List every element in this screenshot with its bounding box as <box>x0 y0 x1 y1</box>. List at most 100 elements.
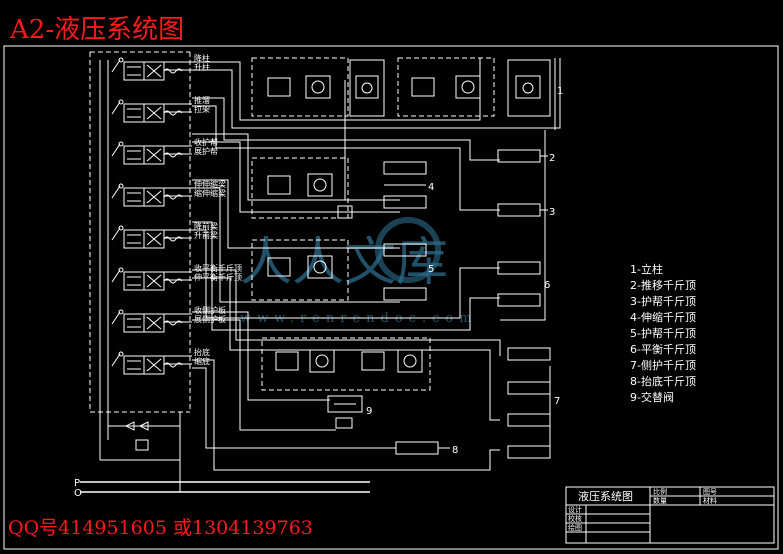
valve-position-box <box>123 145 145 165</box>
control-valves: 降柱升柱推溜拉架收护帮展护帮伸伸缩梁缩伸缩梁降前梁升前梁收平衡千斤顶伸平衡千斤顶… <box>111 53 242 375</box>
component-5-group: 5 <box>251 239 434 301</box>
component-number-8: 8 <box>452 445 458 456</box>
valve-lever <box>111 101 121 115</box>
valve-function-label: 推溜 <box>194 95 210 105</box>
valve-function-label: 展侧护板 <box>194 314 226 324</box>
valve-lever-knob <box>118 99 124 105</box>
legend-item: 1-立柱 <box>630 262 663 276</box>
filter <box>135 439 149 451</box>
valve-lever <box>111 269 121 283</box>
contact-footer: QQ号414951605 或1304139763 <box>8 517 313 539</box>
valve-function-label: 拉架 <box>194 104 210 114</box>
valve-position-box <box>123 271 145 291</box>
component-number-5: 5 <box>428 264 434 275</box>
legend-item: 7-侧护千斤顶 <box>630 358 696 372</box>
valve-function-label: 缩伸缩梁 <box>194 188 226 198</box>
valve-spring <box>163 110 183 116</box>
valve-cross-arrows <box>146 148 162 162</box>
valve-cross-arrows <box>146 232 162 246</box>
watermark-ring <box>375 217 441 283</box>
valve-cross-arrows <box>146 274 162 288</box>
valve-function-label: 伸平衡千斤顶 <box>194 272 242 282</box>
valve-lever <box>111 311 121 325</box>
valve-function-label: 降前梁 <box>194 221 218 231</box>
material-label: 材料 <box>703 496 717 505</box>
valve-flow-lines <box>127 192 141 202</box>
valve-lever-knob <box>118 183 124 189</box>
valve-spring <box>163 362 183 368</box>
valve-flow-lines <box>127 276 141 286</box>
valve-function-label: 升柱 <box>194 62 210 72</box>
valve-lever-knob <box>118 351 124 357</box>
valve-position-box <box>123 355 145 375</box>
valve-function-label: 展护帮 <box>194 146 218 156</box>
valve-cross-arrows <box>146 190 162 204</box>
valve-function-label: 降柱 <box>194 53 210 63</box>
component-number-6: 6 <box>544 280 550 291</box>
valve-function-label: 抬底 <box>194 347 210 357</box>
return-port-label: O <box>74 488 82 499</box>
valve-cross-arrows <box>146 106 162 120</box>
legend-item: 9-交替阀 <box>630 390 674 404</box>
component-6-jack: 6 <box>497 261 550 307</box>
valve-lever-knob <box>118 309 124 315</box>
title-block: 液压系统图 比例 数量 图号 材料 设计 校核 绘图 <box>565 486 775 544</box>
supply-lines: P O <box>74 412 370 499</box>
valve-lever <box>111 185 121 199</box>
component-7-jacks: 7 <box>507 347 560 459</box>
legend-item: 4-伸缩千斤顶 <box>630 311 696 324</box>
component-2-jack: 2 <box>497 149 555 164</box>
valve-spring <box>163 194 183 200</box>
component-number-4: 4 <box>428 182 434 193</box>
legend: 1-立柱 2-推移千斤顶 3-护帮千斤顶 4-伸缩千斤顶 5-护帮千斤顶 6-平… <box>630 262 696 404</box>
pipeline-routing <box>192 58 561 471</box>
component-4-group: 4 <box>251 157 434 219</box>
valve-lever <box>111 59 121 73</box>
valve-function-label: 伸伸缩梁 <box>194 179 226 189</box>
valve-spring <box>163 68 183 74</box>
valve-position-box <box>123 313 145 333</box>
pressure-port-label: P <box>74 478 80 489</box>
valve-lever <box>111 227 121 241</box>
design-label: 设计 <box>568 505 582 514</box>
watermark: 人人文库 www.renrendoc.com <box>240 217 472 326</box>
drawing-no-label: 图号 <box>703 488 717 496</box>
drawing-title: A2-液压系统图 <box>9 15 184 45</box>
valve-flow-lines <box>127 360 141 370</box>
valve-spring <box>163 236 183 242</box>
drawing-name: 液压系统图 <box>578 489 633 503</box>
valve-position-box <box>123 61 145 81</box>
legend-item: 3-护帮千斤顶 <box>630 294 696 308</box>
valve-lever <box>111 143 121 157</box>
legend-item: 6-平衡千斤顶 <box>630 343 696 356</box>
watermark-text: 人人文库 <box>240 233 448 293</box>
draw-label: 绘图 <box>568 523 582 532</box>
legend-item: 8-抬底千斤顶 <box>630 374 696 388</box>
legend-item: 2-推移千斤顶 <box>630 278 696 292</box>
component-lower-valve-group <box>261 337 431 391</box>
legend-item: 5-护帮千斤顶 <box>630 326 696 340</box>
valve-flow-lines <box>127 318 141 328</box>
valve-flow-lines <box>127 234 141 244</box>
valve-function-label: 收平衡千斤顶 <box>194 263 242 273</box>
valve-flow-lines <box>127 108 141 118</box>
component-number-9: 9 <box>366 406 372 417</box>
valve-lever-knob <box>118 141 124 147</box>
valve-lever <box>111 353 121 367</box>
valve-cross-arrows <box>146 316 162 330</box>
component-8-jack: 8 <box>395 441 458 456</box>
check-label: 校核 <box>568 514 582 523</box>
valve-position-box <box>123 229 145 249</box>
component-9-shuttle-valve: 9 <box>327 395 372 429</box>
component-number-3: 3 <box>549 207 555 218</box>
valve-bank <box>89 51 191 460</box>
